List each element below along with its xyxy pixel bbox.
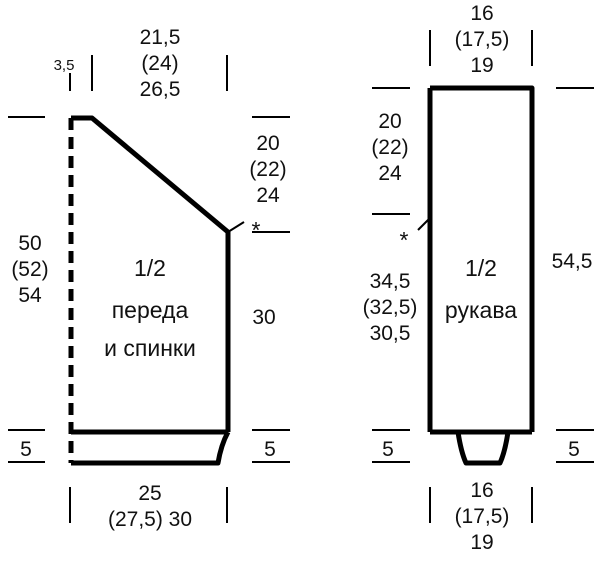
armhole-height-label: 24 bbox=[256, 184, 280, 207]
sleeve-outline bbox=[427, 85, 535, 432]
height-ticks bbox=[8, 116, 290, 233]
side-length-label: 30 bbox=[252, 306, 275, 329]
lower-length-label: 34,5 bbox=[370, 270, 411, 293]
bottom-width-label: 25 bbox=[138, 482, 161, 505]
lower-length-label: (32,5) bbox=[363, 296, 418, 319]
marker-leader bbox=[417, 217, 431, 231]
armhole-height-label: (22) bbox=[249, 158, 286, 181]
bottom-width-label: 19 bbox=[470, 531, 493, 554]
marker-asterisk: * bbox=[400, 227, 409, 253]
top-dimension-ticks bbox=[69, 55, 228, 91]
piece-title: и спинки bbox=[104, 335, 196, 361]
shoulder-width-label: 21,5 bbox=[140, 26, 181, 49]
sleeve-piece: 16 (17,5) 19 20 (22) 24 * 34,5 (32,5) 30… bbox=[363, 2, 594, 554]
marker-asterisk: * bbox=[252, 217, 261, 243]
front-back-piece: 3,5 21,5 (24) 26,5 20 (22) 24 * 50 (52) … bbox=[8, 26, 290, 531]
cap-height-label: (22) bbox=[371, 136, 408, 159]
bottom-width-label: (27,5) 30 bbox=[108, 508, 192, 531]
piece-title: переда bbox=[112, 297, 189, 323]
bottom-width-label: (17,5) bbox=[455, 505, 510, 528]
rib-height-label: 5 bbox=[568, 438, 580, 461]
bottom-dimension-ticks bbox=[429, 487, 533, 523]
bottom-width-label: 16 bbox=[470, 479, 493, 502]
marker-leader bbox=[227, 221, 245, 233]
piece-title: 1/2 bbox=[134, 255, 166, 281]
top-width-label: 16 bbox=[470, 2, 493, 25]
rib-bottom-line bbox=[71, 430, 231, 466]
lower-length-label: 30,5 bbox=[370, 322, 411, 345]
total-length-label: 54,5 bbox=[552, 250, 593, 273]
shoulder-offset-label: 3,5 bbox=[54, 57, 75, 74]
armhole-height-label: 20 bbox=[256, 132, 279, 155]
rib-ticks bbox=[8, 429, 290, 463]
bottom-dimension-ticks bbox=[69, 487, 228, 523]
total-length-label: 54 bbox=[18, 284, 42, 307]
total-length-label: 50 bbox=[18, 232, 41, 255]
top-width-label: 19 bbox=[470, 54, 493, 77]
rib-height-label: 5 bbox=[20, 438, 32, 461]
rib-height-label: 5 bbox=[382, 438, 394, 461]
rib-height-label: 5 bbox=[264, 438, 276, 461]
cap-height-label: 20 bbox=[378, 110, 401, 133]
cap-height-label: 24 bbox=[378, 162, 402, 185]
shoulder-width-label: (24) bbox=[141, 52, 178, 75]
piece-title: 1/2 bbox=[465, 255, 497, 281]
shoulder-width-label: 26,5 bbox=[140, 78, 181, 101]
front-back-outline bbox=[71, 115, 231, 432]
height-ticks bbox=[372, 87, 594, 215]
total-length-label: (52) bbox=[11, 258, 48, 281]
rib-ticks bbox=[372, 429, 594, 463]
piece-title: рукава bbox=[445, 297, 517, 323]
top-width-label: (17,5) bbox=[455, 28, 510, 51]
sleeve-cuff bbox=[455, 431, 511, 466]
top-dimension-ticks bbox=[429, 30, 533, 66]
